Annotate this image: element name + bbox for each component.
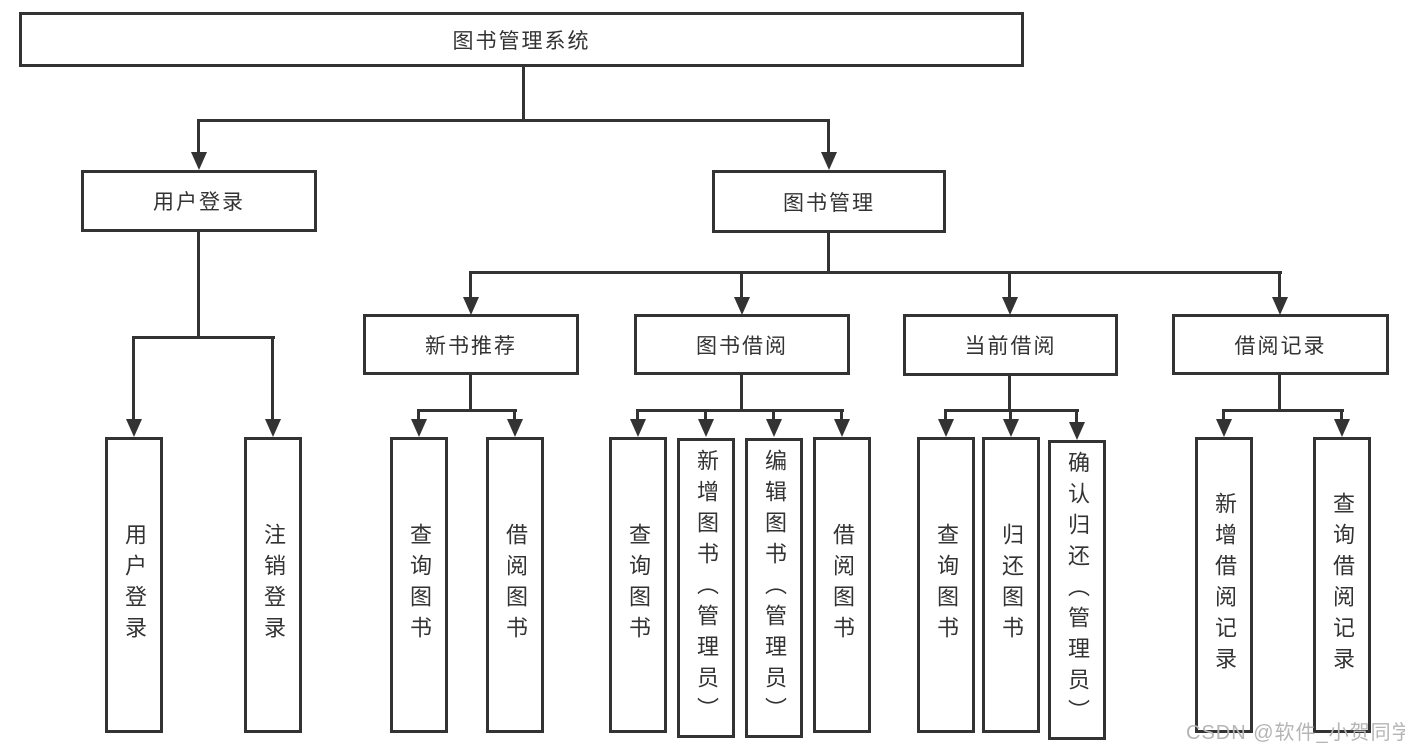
connector-line — [1009, 409, 1012, 419]
node-current-borrow: 当前借阅 — [903, 314, 1118, 376]
connector-line — [417, 409, 517, 412]
arrow-down-icon — [507, 419, 523, 437]
node-user-login: 用户登录 — [81, 170, 317, 232]
node-borrow-records: 借阅记录 — [1172, 314, 1389, 375]
node-user-login-label: 用户登录 — [153, 191, 245, 214]
leaf-cb-query-books: 查询图书 — [917, 437, 975, 733]
connector-line — [1222, 409, 1344, 412]
connector-line — [197, 232, 200, 336]
connector-line — [827, 233, 830, 271]
connector-line — [417, 409, 420, 419]
arrow-down-icon — [411, 419, 427, 437]
connector-line — [1222, 409, 1225, 419]
arrow-down-icon — [1069, 422, 1085, 440]
connector-line — [1340, 409, 1343, 419]
arrow-down-icon — [630, 419, 646, 437]
node-book-borrow: 图书借阅 — [634, 314, 850, 375]
connector-line — [513, 409, 516, 419]
watermark: CSDN @软件_小贺同学 — [1186, 722, 1405, 744]
node-book-management: 图书管理 — [712, 170, 946, 233]
connector-line — [704, 409, 707, 419]
leaf-cb-return-books-label: 归还图书 — [999, 523, 1024, 647]
connector-line — [1075, 409, 1078, 422]
connector-line — [522, 67, 525, 119]
connector-line — [636, 409, 639, 419]
node-book-management-label: 图书管理 — [783, 191, 875, 215]
leaf-br-add-record: 新增借阅记录 — [1195, 437, 1253, 733]
leaf-bb-query-books: 查询图书 — [609, 437, 667, 733]
leaf-logout-label: 注销登录 — [261, 523, 286, 647]
leaf-nb-query-books: 查询图书 — [390, 437, 448, 733]
leaf-br-add-record-label: 新增借阅记录 — [1212, 492, 1237, 678]
arrow-down-icon — [191, 152, 207, 170]
connector-line — [271, 336, 274, 419]
leaf-cb-confirm-return-admin: 确认归还（管理员） — [1048, 440, 1106, 740]
arrow-down-icon — [126, 419, 142, 437]
arrow-down-icon — [698, 419, 714, 437]
arrow-down-icon — [1216, 419, 1232, 437]
arrow-down-icon — [766, 419, 782, 437]
connector-line — [1278, 271, 1281, 297]
leaf-bb-edit-books-admin-label: 编辑图书（管理员） — [762, 448, 787, 728]
leaf-logout: 注销登录 — [244, 437, 302, 733]
node-root-label: 图书管理系统 — [452, 29, 591, 53]
connector-line — [740, 271, 743, 297]
leaf-user-login: 用户登录 — [105, 437, 163, 733]
leaf-bb-query-books-label: 查询图书 — [626, 523, 651, 647]
leaf-cb-return-books: 归还图书 — [982, 437, 1040, 733]
leaf-br-query-record-label: 查询借阅记录 — [1330, 492, 1355, 678]
connector-line — [1008, 271, 1011, 297]
connector-line — [740, 375, 743, 409]
node-current-borrow-label: 当前借阅 — [964, 335, 1057, 358]
connector-line — [636, 409, 844, 412]
leaf-cb-confirm-return-admin-label: 确认归还（管理员） — [1065, 450, 1090, 730]
node-borrow-records-label: 借阅记录 — [1234, 334, 1327, 358]
connector-line — [197, 119, 200, 152]
connector-line — [132, 336, 135, 419]
connector-line — [132, 336, 275, 339]
node-new-book-recommend: 新书推荐 — [363, 314, 579, 375]
leaf-bb-edit-books-admin: 编辑图书（管理员） — [745, 438, 803, 738]
arrow-down-icon — [938, 419, 954, 437]
connector-line — [469, 375, 472, 409]
leaf-user-login-label: 用户登录 — [122, 523, 147, 647]
connector-line — [944, 409, 947, 419]
leaf-br-query-record: 查询借阅记录 — [1313, 437, 1371, 733]
arrow-down-icon — [734, 297, 750, 315]
leaf-bb-add-books-admin-label: 新增图书（管理员） — [694, 448, 719, 728]
leaf-nb-query-books-label: 查询图书 — [407, 523, 432, 647]
leaf-bb-borrow-books-label: 借阅图书 — [830, 523, 855, 647]
leaf-bb-add-books-admin: 新增图书（管理员） — [677, 438, 735, 738]
connector-line — [840, 409, 843, 419]
node-book-borrow-label: 图书借阅 — [696, 334, 788, 358]
connector-line — [1278, 375, 1281, 409]
connector-line — [198, 119, 830, 122]
arrow-down-icon — [265, 419, 281, 437]
arrow-down-icon — [1003, 419, 1019, 437]
arrow-down-icon — [821, 152, 837, 170]
arrow-down-icon — [1272, 297, 1288, 315]
arrow-down-icon — [834, 419, 850, 437]
connector-line — [772, 409, 775, 419]
leaf-nb-borrow-books: 借阅图书 — [486, 437, 544, 733]
node-new-book-recommend-label: 新书推荐 — [425, 334, 517, 358]
connector-line — [827, 119, 830, 152]
arrow-down-icon — [1002, 297, 1018, 315]
connector-line — [1008, 376, 1011, 409]
leaf-bb-borrow-books: 借阅图书 — [813, 437, 871, 733]
leaf-nb-borrow-books-label: 借阅图书 — [503, 523, 528, 647]
arrow-down-icon — [1334, 419, 1350, 437]
leaf-cb-query-books-label: 查询图书 — [934, 523, 959, 647]
arrow-down-icon — [463, 297, 479, 315]
node-root: 图书管理系统 — [19, 12, 1024, 67]
connector-line — [469, 271, 472, 297]
connector-line — [469, 271, 1282, 274]
